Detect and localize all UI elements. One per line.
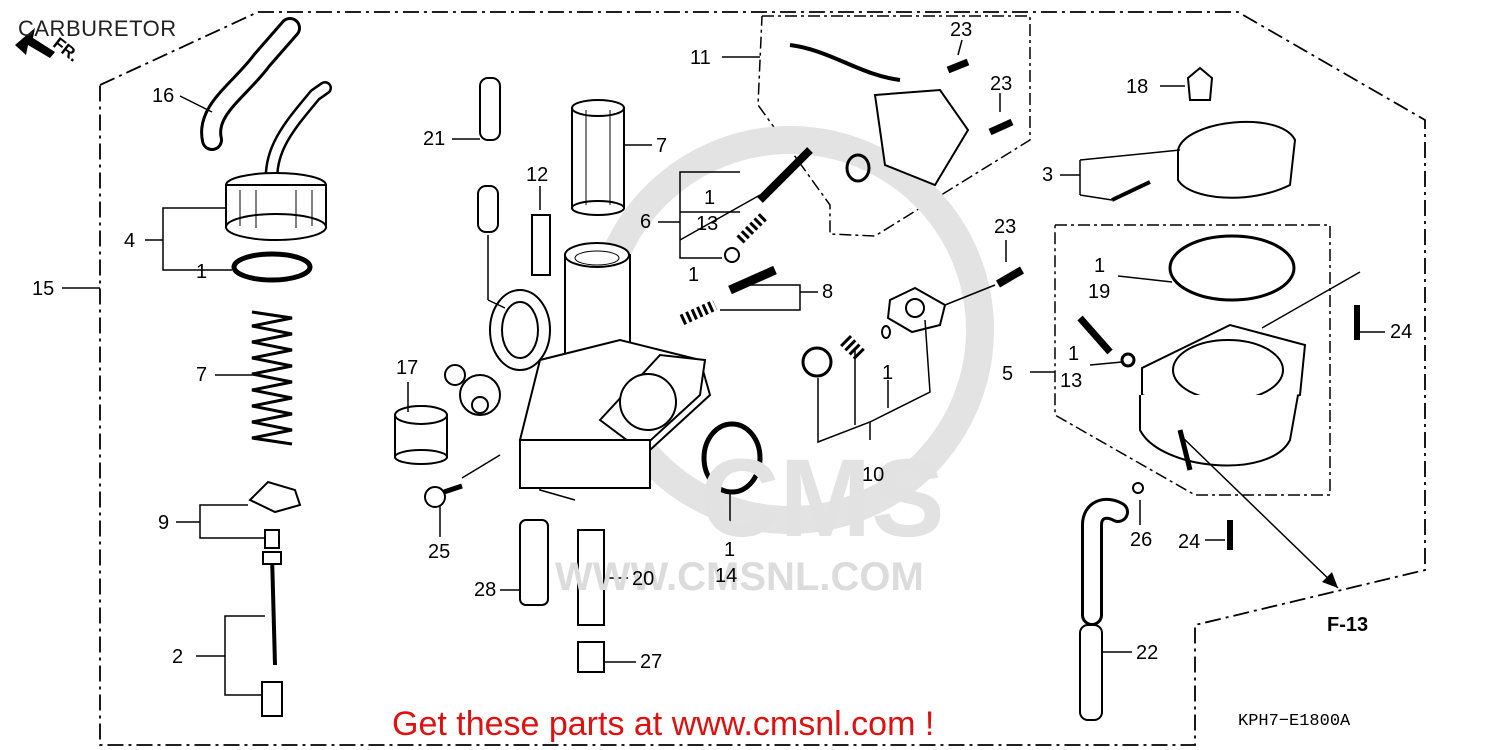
cap-part bbox=[394, 405, 448, 465]
callout-1-float[interactable]: 1 bbox=[1094, 255, 1106, 277]
callout-11[interactable]: 11 bbox=[690, 47, 711, 69]
tube-part bbox=[479, 77, 501, 141]
callout-7[interactable]: 7 bbox=[196, 364, 208, 386]
promo-link[interactable]: Get these parts at www.cmsnl.com ! bbox=[392, 705, 935, 743]
callout-1-gasket[interactable]: 1 bbox=[724, 539, 736, 561]
needle-jet-part bbox=[519, 519, 549, 606]
callout-2[interactable]: 2 bbox=[172, 646, 184, 668]
callout-16[interactable]: 16 bbox=[152, 85, 175, 107]
arrow-head bbox=[1322, 572, 1338, 588]
o-ring-part bbox=[231, 251, 313, 283]
callout-18[interactable]: 18 bbox=[1126, 76, 1149, 98]
assembly-outline bbox=[99, 11, 1426, 746]
callout-27[interactable]: 27 bbox=[640, 651, 663, 673]
watermark-url: WWW.CMSNL.COM bbox=[555, 555, 924, 599]
callout-22[interactable]: 22 bbox=[1136, 642, 1159, 664]
callout-13-chamber[interactable]: 13 bbox=[1060, 370, 1083, 392]
starter-valve-part bbox=[531, 214, 551, 276]
needle-clip-part bbox=[248, 480, 302, 514]
callout-1[interactable]: 1 bbox=[196, 261, 208, 283]
callout-25[interactable]: 25 bbox=[428, 541, 451, 563]
callout-13[interactable]: 13 bbox=[696, 213, 719, 235]
callout-1-clip[interactable]: 1 bbox=[688, 264, 700, 286]
float-chamber-part bbox=[1139, 323, 1307, 471]
callout-26[interactable]: 26 bbox=[1130, 529, 1153, 551]
callout-1-cover[interactable]: 1 bbox=[882, 362, 894, 384]
callout-6[interactable]: 6 bbox=[640, 211, 652, 233]
float-valve-part bbox=[1186, 66, 1214, 101]
callout-12[interactable]: 12 bbox=[526, 164, 549, 186]
reference-label: F-13 bbox=[1327, 614, 1369, 636]
callout-5[interactable]: 5 bbox=[1002, 363, 1014, 385]
callout-3[interactable]: 3 bbox=[1042, 164, 1054, 186]
callout-19[interactable]: 19 bbox=[1088, 281, 1111, 303]
diaphragm-part bbox=[801, 346, 833, 378]
callout-17[interactable]: 17 bbox=[396, 357, 419, 379]
jet-holder-part bbox=[577, 529, 605, 626]
float-part bbox=[1177, 120, 1297, 199]
spring-part bbox=[251, 310, 293, 446]
pilot-screw-part bbox=[757, 147, 813, 203]
callout-15[interactable]: 15 bbox=[32, 278, 55, 300]
front-arrow-icon bbox=[15, 28, 55, 58]
callout-10[interactable]: 10 bbox=[862, 464, 885, 486]
callout-23-top[interactable]: 23 bbox=[950, 19, 973, 41]
callout-1-pilot[interactable]: 1 bbox=[704, 187, 716, 209]
callout-23-sensor[interactable]: 23 bbox=[990, 73, 1013, 95]
callout-14[interactable]: 14 bbox=[715, 565, 738, 587]
watermark-logo: CMS bbox=[700, 437, 945, 560]
main-jet-part bbox=[577, 641, 605, 673]
callout-28[interactable]: 28 bbox=[474, 579, 497, 601]
chamber-gasket-part bbox=[1168, 234, 1296, 302]
float-gasket-part bbox=[701, 421, 763, 495]
jet-needle-part bbox=[270, 554, 277, 666]
idle-screw-part bbox=[728, 265, 777, 295]
callout-24-bottom[interactable]: 24 bbox=[1178, 531, 1201, 553]
callout-7-sleeve[interactable]: 7 bbox=[656, 135, 668, 157]
carburetor-body-part bbox=[444, 242, 712, 489]
screw-part bbox=[424, 486, 446, 508]
cover-part bbox=[886, 286, 947, 334]
callout-8[interactable]: 8 bbox=[822, 281, 834, 303]
callout-24-right[interactable]: 24 bbox=[1390, 321, 1413, 343]
top-cap-part bbox=[225, 172, 327, 241]
callout-23-cover[interactable]: 23 bbox=[994, 216, 1017, 238]
callout-4[interactable]: 4 bbox=[124, 230, 136, 252]
diagram-code: KPH7−E1800A bbox=[1238, 712, 1351, 731]
diagram-title: CARBURETOR bbox=[18, 16, 177, 41]
callout-20[interactable]: 20 bbox=[632, 568, 655, 590]
callout-9[interactable]: 9 bbox=[158, 512, 170, 534]
callout-21[interactable]: 21 bbox=[423, 128, 446, 150]
leader-lines bbox=[62, 39, 1385, 696]
throttle-valve-part bbox=[571, 99, 625, 216]
callout-1-chamber[interactable]: 1 bbox=[1068, 343, 1080, 365]
sensor-part bbox=[873, 88, 970, 187]
